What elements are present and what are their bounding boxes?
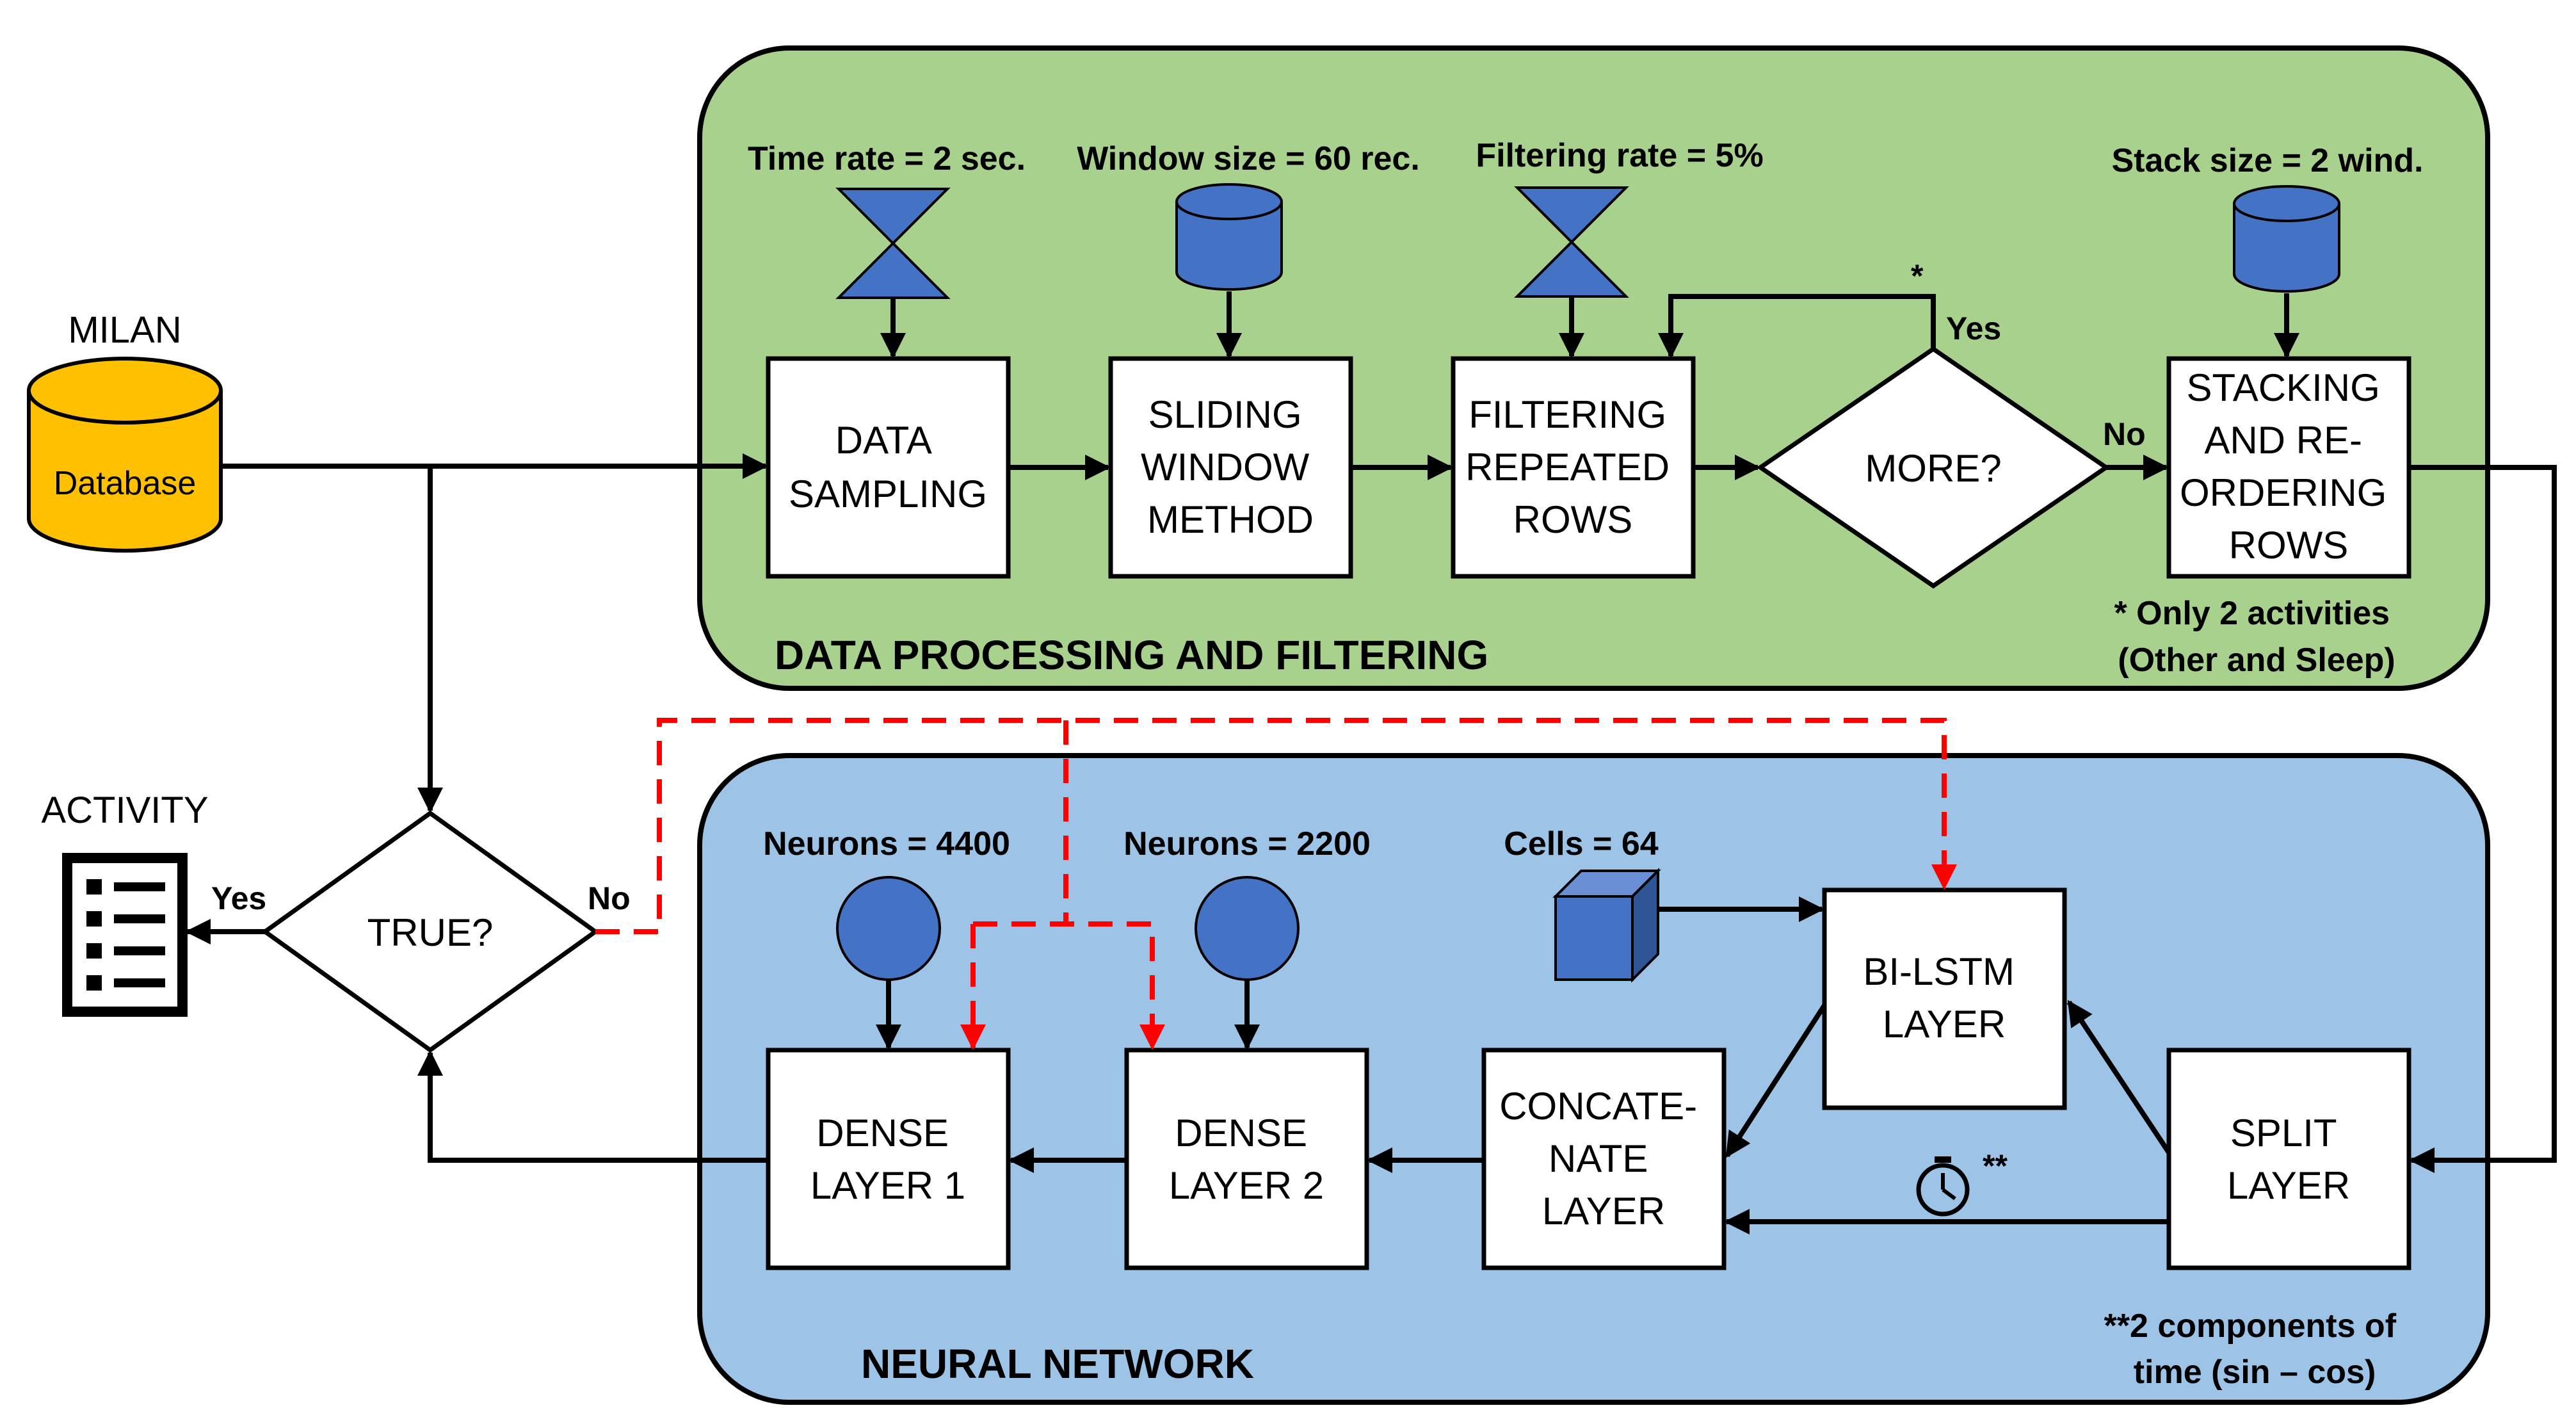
cube-icon-cells (1552, 868, 1661, 983)
edge-dense1-to-true (417, 1050, 768, 1163)
more-star-label: * (1911, 258, 1924, 294)
label-data-sampling: DATA SAMPLING (789, 419, 987, 515)
edge-split-to-bilstm (2066, 1000, 2171, 1154)
hourglass-icon-filtering-rate (1514, 186, 1629, 298)
decision-more-label: MORE? (1865, 447, 2001, 490)
param-time-rate: Time rate = 2 sec. (748, 140, 1026, 177)
database-icon (27, 357, 223, 553)
param-stack-size: Stack size = 2 wind. (2112, 142, 2424, 179)
more-no-label: No (2103, 416, 2146, 452)
region-processing-title: DATA PROCESSING AND FILTERING (775, 632, 1488, 678)
edge-more-yes-loop (1658, 294, 1936, 359)
label-dense2: DENSE LAYER 2 (1169, 1112, 1324, 1207)
label-filtering: FILTERING REPEATED ROWS (1465, 393, 1680, 541)
label-sliding-window: SLIDING WINDOW METHOD (1141, 393, 1320, 541)
param-neurons-2: Neurons = 2200 (1123, 825, 1371, 862)
edge-bilstm-to-concatenate (1725, 1003, 1827, 1158)
decision-true-label: TRUE? (367, 911, 494, 954)
edge-true-no-feedback (595, 718, 1957, 934)
label-dense1: DENSE LAYER 1 (810, 1112, 965, 1207)
box-dense1 (766, 1048, 1011, 1270)
note-time-components: **2 components of time (sin – cos) (2104, 1308, 2406, 1391)
box-bilstm (1822, 887, 2067, 1110)
neuron-icon-dense1 (836, 876, 941, 981)
param-neurons-1: Neurons = 4400 (763, 825, 1010, 862)
edge-stacking-to-split (2409, 465, 2557, 1173)
box-stacking (2166, 356, 2411, 579)
double-star-label: ** (1983, 1148, 2008, 1184)
cylinder-icon-window-size (1175, 183, 1283, 291)
cylinder-icon-stack-size (2233, 185, 2340, 293)
box-filtering (1451, 356, 1696, 579)
param-cells: Cells = 64 (1504, 825, 1658, 862)
stopwatch-icon (1916, 1156, 1970, 1217)
note-only-2-activities: * Only 2 activities (Other and Sleep) (2114, 595, 2399, 679)
database-name: MILAN (68, 309, 181, 351)
label-stacking: STACKING AND RE- ORDERING ROWS (2180, 366, 2397, 567)
box-sliding-window (1108, 356, 1353, 579)
activity-label: ACTIVITY (41, 789, 208, 831)
region-network-title: NEURAL NETWORK (861, 1341, 1254, 1387)
label-concatenate: CONCATE- NATE LAYER (1499, 1085, 1708, 1233)
more-yes-label: Yes (1946, 311, 2001, 346)
true-no-label: No (588, 880, 631, 916)
decision-more (1756, 346, 2111, 589)
label-bilstm: BI-LSTM LAYER (1863, 950, 2025, 1046)
param-window-size: Window size = 60 rec. (1077, 140, 1420, 177)
edge-feedback-to-dense2 (973, 921, 1165, 1050)
box-concatenate (1481, 1048, 1727, 1270)
param-filtering-rate: Filtering rate = 5% (1476, 137, 1763, 174)
neuron-icon-dense2 (1195, 876, 1300, 981)
box-dense2 (1124, 1048, 1369, 1270)
box-split (2166, 1048, 2411, 1270)
box-data-sampling (766, 356, 1011, 579)
label-split: SPLIT LAYER (2227, 1112, 2350, 1207)
database-label: Database (54, 465, 197, 502)
true-yes-label: Yes (211, 880, 266, 916)
activity-list-icon (62, 853, 188, 1017)
